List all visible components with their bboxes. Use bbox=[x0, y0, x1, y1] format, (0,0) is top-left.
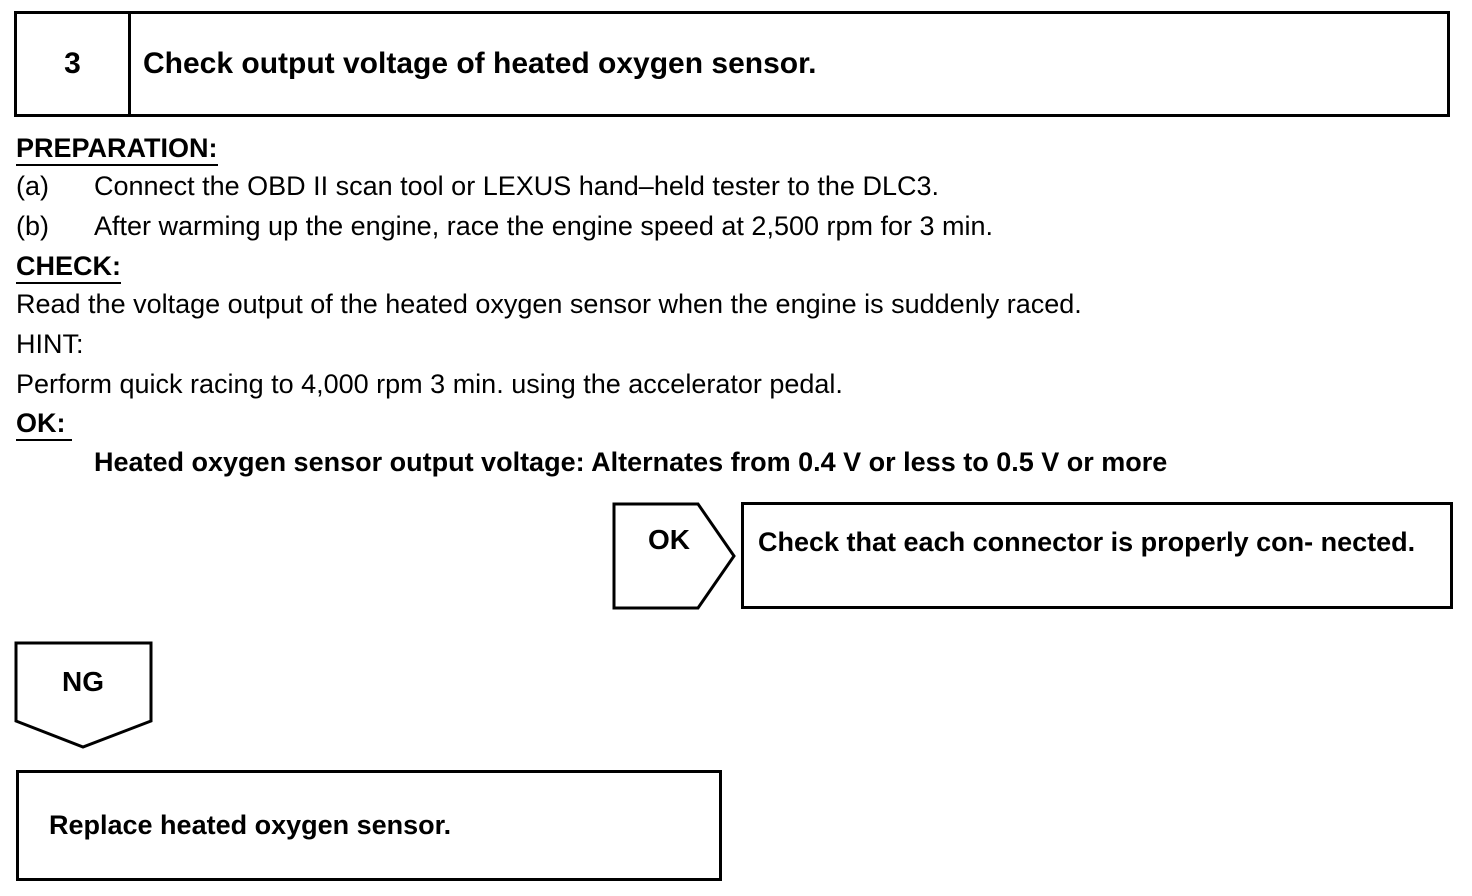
ng-arrow-icon bbox=[14, 641, 153, 749]
ng-result-box: Replace heated oxygen sensor. bbox=[16, 770, 722, 881]
check-text: Read the voltage output of the heated ox… bbox=[16, 289, 1082, 319]
ng-label: NG bbox=[62, 666, 104, 697]
preparation-item-b-label: (b) bbox=[16, 211, 49, 241]
preparation-item-a-label: (a) bbox=[16, 171, 49, 201]
hint-text: Perform quick racing to 4,000 rpm 3 min.… bbox=[16, 369, 843, 399]
step-title: Check output voltage of heated oxygen se… bbox=[143, 47, 817, 80]
ok-label: OK bbox=[648, 524, 690, 555]
ok-heading: OK: bbox=[16, 408, 72, 441]
preparation-item-a-text: Connect the OBD II scan tool or LEXUS ha… bbox=[94, 171, 939, 201]
ok-result-box: Check that each connector is properly co… bbox=[741, 502, 1453, 609]
ok-spec: Heated oxygen sensor output voltage: Alt… bbox=[94, 447, 1168, 477]
step-number: 3 bbox=[17, 14, 131, 114]
step-header: 3 Check output voltage of heated oxygen … bbox=[14, 11, 1450, 117]
ng-result-text: Replace heated oxygen sensor. bbox=[49, 810, 452, 840]
ok-result-text: Check that each connector is properly co… bbox=[758, 527, 1416, 557]
ok-arrow-icon bbox=[612, 502, 736, 610]
preparation-item-b-text: After warming up the engine, race the en… bbox=[94, 211, 994, 241]
hint-label: HINT: bbox=[16, 329, 84, 359]
preparation-heading: PREPARATION: bbox=[16, 133, 218, 166]
check-heading: CHECK: bbox=[16, 251, 121, 284]
